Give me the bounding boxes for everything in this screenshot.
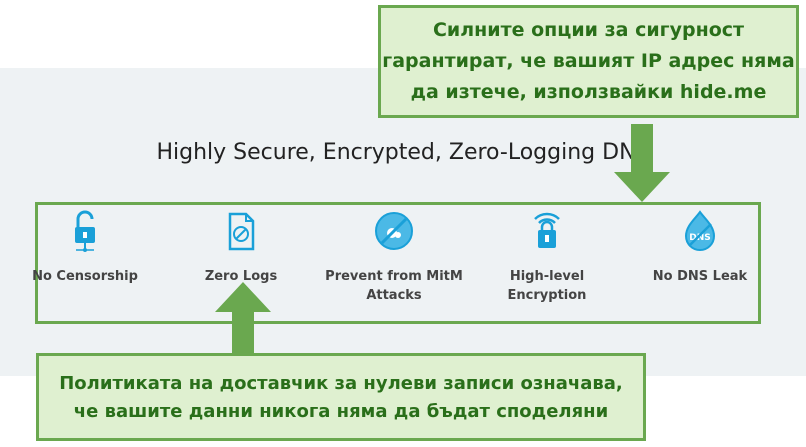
document-no-log-icon <box>228 212 255 251</box>
callout-zero-logs-policy: Политиката на доставчик за нулеви записи… <box>36 353 646 441</box>
arrow-up-icon <box>215 282 271 354</box>
shield-blocked-icon <box>375 212 413 250</box>
svg-text:DNS: DNS <box>689 233 711 243</box>
unlocked-padlock-icon <box>75 210 95 252</box>
feature-no-censorship: No Censorship <box>10 205 160 286</box>
dns-drop-blocked-icon: DNS <box>684 210 716 251</box>
feature-label: No Censorship <box>32 269 138 284</box>
callout-security-options: Силните опции за сигурност гарантират, ч… <box>378 5 799 118</box>
feature-no-dns-leak: DNS No DNS Leak <box>625 205 775 286</box>
wifi-lock-icon <box>534 212 560 248</box>
feature-label: Zero Logs <box>204 269 278 284</box>
arrow-down-icon <box>614 124 670 202</box>
section-heading: Highly Secure, Encrypted, Zero-Logging D… <box>156 140 650 165</box>
feature-label: No DNS Leak <box>652 269 748 284</box>
feature-zero-logs: Zero Logs <box>166 205 316 286</box>
features-panel: No Censorship Zero Logs Prevent from Mit… <box>32 202 761 324</box>
